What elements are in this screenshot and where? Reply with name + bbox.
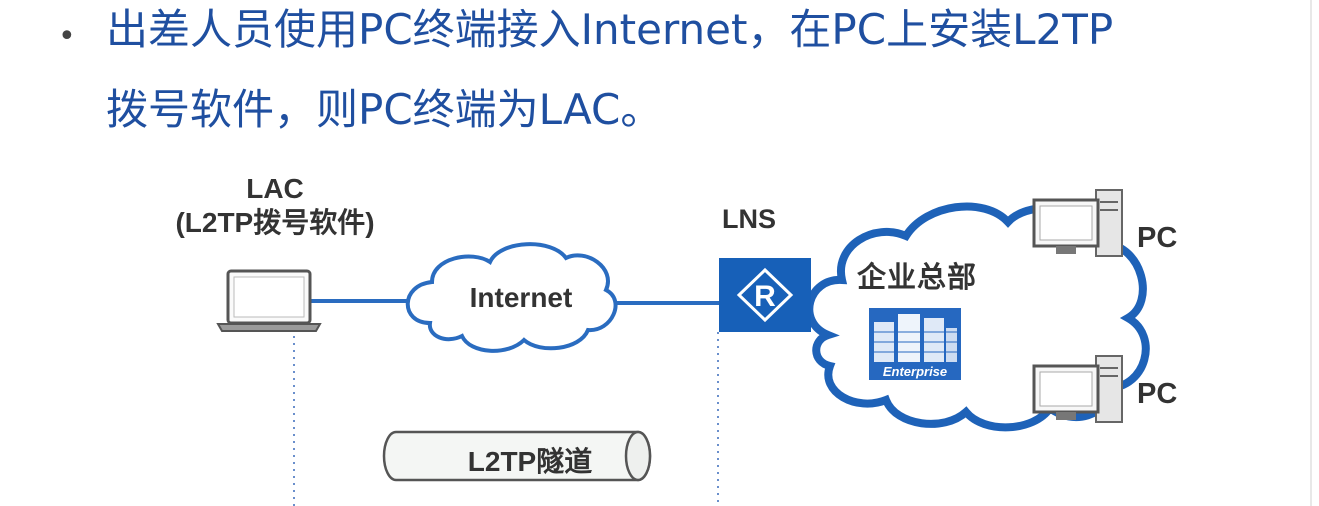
pc-label-top: PC bbox=[1137, 222, 1177, 255]
pc-icon-top bbox=[1034, 190, 1122, 256]
enterprise-label: Enterprise bbox=[883, 364, 947, 379]
router-icon: R bbox=[719, 258, 811, 332]
hq-label: 企业总部 bbox=[857, 254, 977, 296]
lac-name: LAC bbox=[160, 172, 390, 206]
lac-subtitle: (L2TP拨号软件) bbox=[160, 206, 390, 240]
lns-label: LNS bbox=[722, 204, 776, 235]
lac-label: LAC (L2TP拨号软件) bbox=[160, 172, 390, 240]
enterprise-icon: Enterprise bbox=[869, 308, 961, 380]
laptop-icon bbox=[218, 271, 320, 331]
tunnel-label: L2TP隧道 bbox=[430, 440, 630, 480]
router-glyph: R bbox=[754, 280, 776, 313]
pc-icon-bottom bbox=[1034, 356, 1122, 422]
internet-label: Internet bbox=[436, 282, 606, 314]
pc-label-bottom: PC bbox=[1137, 378, 1177, 411]
